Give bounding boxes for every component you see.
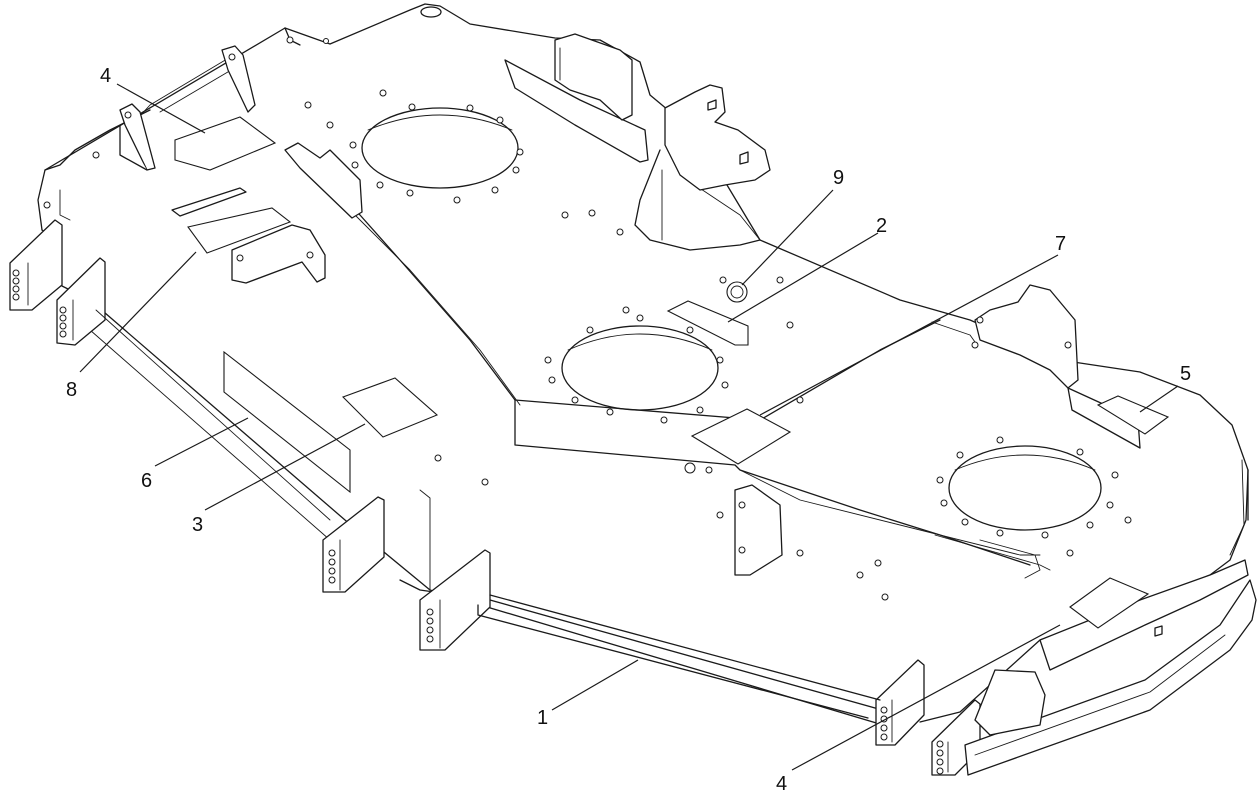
leader-4a [116,83,206,134]
decal-8 [187,207,292,254]
front-tube [95,309,881,719]
callout-9: 9 [833,167,844,189]
leader-8 [79,251,197,373]
decal-4-front [1069,577,1150,629]
front-hitch-brackets [322,496,981,776]
callout-3: 3 [192,514,203,536]
decal-6 [223,350,351,494]
rear-mount-brackets [43,36,329,209]
left-hitch-brackets [9,219,106,346]
decal-5 [1096,395,1170,435]
leader-6 [154,417,249,467]
leader-5 [1139,385,1179,413]
leader-3 [204,423,366,511]
decals [174,6,1170,629]
leader-7 [759,254,1059,416]
decal-7 [690,408,792,465]
callout-8: 8 [66,379,77,401]
decal-4-rear [174,116,277,171]
bolt-holes [304,89,1132,601]
callout-5: 5 [1180,363,1191,385]
decal-3 [342,377,439,438]
spindle-opening-center [561,325,719,411]
leader-lines [79,83,1179,771]
spindle-openings [361,107,1102,531]
leader-4b [791,624,1061,771]
callout-6: 6 [141,470,152,492]
leader-9 [741,189,834,286]
callout-4-rear: 4 [100,65,111,87]
grease-fitting [420,6,442,18]
leader-2 [727,232,879,323]
callout-4-front: 4 [776,773,787,795]
baffle-brackets [171,33,1141,591]
spindle-opening-right [948,445,1102,531]
callout-2: 2 [876,215,887,237]
callout-1: 1 [537,707,548,729]
callout-7: 7 [1055,233,1066,255]
leader-1 [551,659,639,711]
spindle-opening-rear [361,107,519,189]
decal-2 [666,300,749,346]
decal-9 [726,281,748,303]
front-bumper [964,559,1257,776]
callout-labels: 4 8 6 3 1 4 9 2 7 5 [66,65,1191,795]
